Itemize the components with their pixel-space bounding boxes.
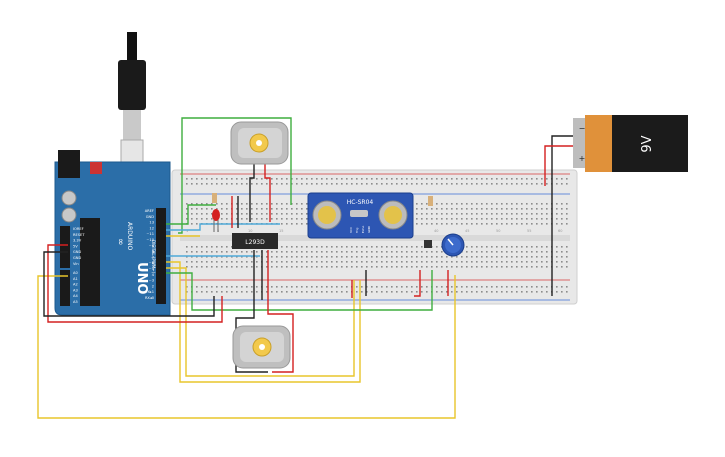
pin-label: IOREF (73, 227, 84, 231)
pin-label: ~6 (149, 261, 155, 265)
breadboard-column-number: 40 (434, 229, 438, 233)
dc-motor-top[interactable] (230, 121, 289, 165)
wires[interactable] (37, 117, 575, 419)
usb-plug (118, 60, 146, 110)
breadboard-column-number: 50 (496, 229, 500, 233)
battery-voltage: 9V (640, 135, 655, 152)
push-button[interactable] (424, 240, 432, 248)
arduino-uno-board[interactable]: ∞ ARDUINO UNO DIGITAL (PWM~) AREF GND 1312… (54, 32, 171, 316)
wire-red-5v[interactable] (47, 244, 223, 323)
battery-plus: + (579, 154, 586, 163)
pin-label: ~9 (149, 244, 155, 248)
breadboard-column-number: 60 (558, 229, 562, 233)
wire-battery-black[interactable] (551, 135, 575, 296)
pin-label: ~5 (149, 267, 154, 271)
l293d-chip[interactable]: L293D (232, 233, 278, 249)
pin-label: 8 (152, 250, 155, 254)
wire-motor1-red[interactable] (264, 160, 271, 222)
wire-battery-red[interactable] (544, 145, 575, 186)
wire-motor2-black[interactable] (235, 250, 268, 373)
sensor-pin-label: Trig (355, 228, 359, 234)
wire-blue-1[interactable] (166, 223, 280, 231)
pin-label: 5V (73, 244, 78, 248)
pin-label: 2 (152, 284, 154, 288)
atmega-chip (80, 218, 100, 306)
pin-label: 3.3V (73, 239, 82, 243)
pin-label: A1 (73, 277, 78, 281)
wire-motor2-red[interactable] (267, 250, 294, 373)
arduino-model-text: UNO (134, 262, 149, 295)
pin-label: TX▸1 (144, 290, 154, 294)
breadboard-column-number: 10 (248, 229, 252, 233)
resistor-right[interactable] (428, 196, 433, 206)
arduino-logo: ∞ (115, 238, 125, 246)
digital-section-label: DIGITAL (PWM~) (151, 240, 156, 274)
pin-label: GND (146, 215, 154, 219)
analog-header (60, 270, 70, 306)
sensor-receiver (384, 206, 402, 224)
pin-label: A2 (73, 283, 78, 287)
pin-label: RESET (73, 233, 85, 237)
arduino-brand-text: ARDUINO (126, 222, 133, 251)
wire-yellow-echo[interactable] (166, 267, 355, 377)
breadboard-column-number: 1 (186, 229, 188, 233)
wire-yellow-trig[interactable] (166, 261, 361, 383)
battery-minus: − (579, 124, 586, 133)
pin-label: Vin (73, 262, 79, 266)
reset-button[interactable] (90, 162, 102, 174)
wire-green-led[interactable] (166, 204, 216, 225)
wire-black-gnd[interactable] (43, 251, 215, 317)
pin-label: 13 (149, 221, 154, 225)
pin-label: GND (73, 250, 81, 254)
pin-label: ~11 (146, 232, 154, 236)
dc-motor-bottom[interactable] (232, 325, 291, 369)
potentiometer[interactable] (441, 233, 465, 257)
pin-label: A4 (73, 294, 78, 298)
pin-label: 4 (152, 273, 155, 277)
chip-label: L293D (245, 239, 265, 246)
pin-label: ~3 (149, 279, 154, 283)
sensor-transmitter (318, 206, 336, 224)
sensor-pin-label: GND (367, 225, 371, 233)
pin-label: GND (73, 256, 81, 260)
pin-label: 12 (149, 226, 154, 230)
dc-power-jack (58, 150, 80, 178)
pin-label: A0 (73, 271, 78, 275)
power-header (60, 226, 70, 268)
wire-green-button[interactable] (166, 270, 433, 311)
wire-green-motor1[interactable] (178, 117, 292, 234)
pin-label: ~10 (146, 238, 154, 242)
sensor-pin-label: Echo (361, 226, 365, 233)
red-led[interactable] (212, 209, 220, 232)
sensor-pin-label: VCC (349, 227, 353, 233)
sensor-label: HC-SR04 (347, 199, 374, 206)
breadboard-column-number: 15 (279, 229, 283, 233)
wire-motor1-black[interactable] (249, 160, 255, 222)
pin-label: AREF (145, 209, 154, 213)
pin-label: A3 (73, 288, 78, 292)
resistor-led[interactable] (212, 193, 217, 203)
battery-9v[interactable]: 9V − + (573, 115, 688, 172)
breadboard-column-number: 55 (527, 229, 531, 233)
pin-label: 7 (152, 255, 154, 259)
pin-label: RX◂0 (145, 296, 155, 300)
breadboard-column-number: 45 (465, 229, 469, 233)
pin-label: A5 (73, 300, 78, 304)
digital-header (156, 208, 166, 304)
